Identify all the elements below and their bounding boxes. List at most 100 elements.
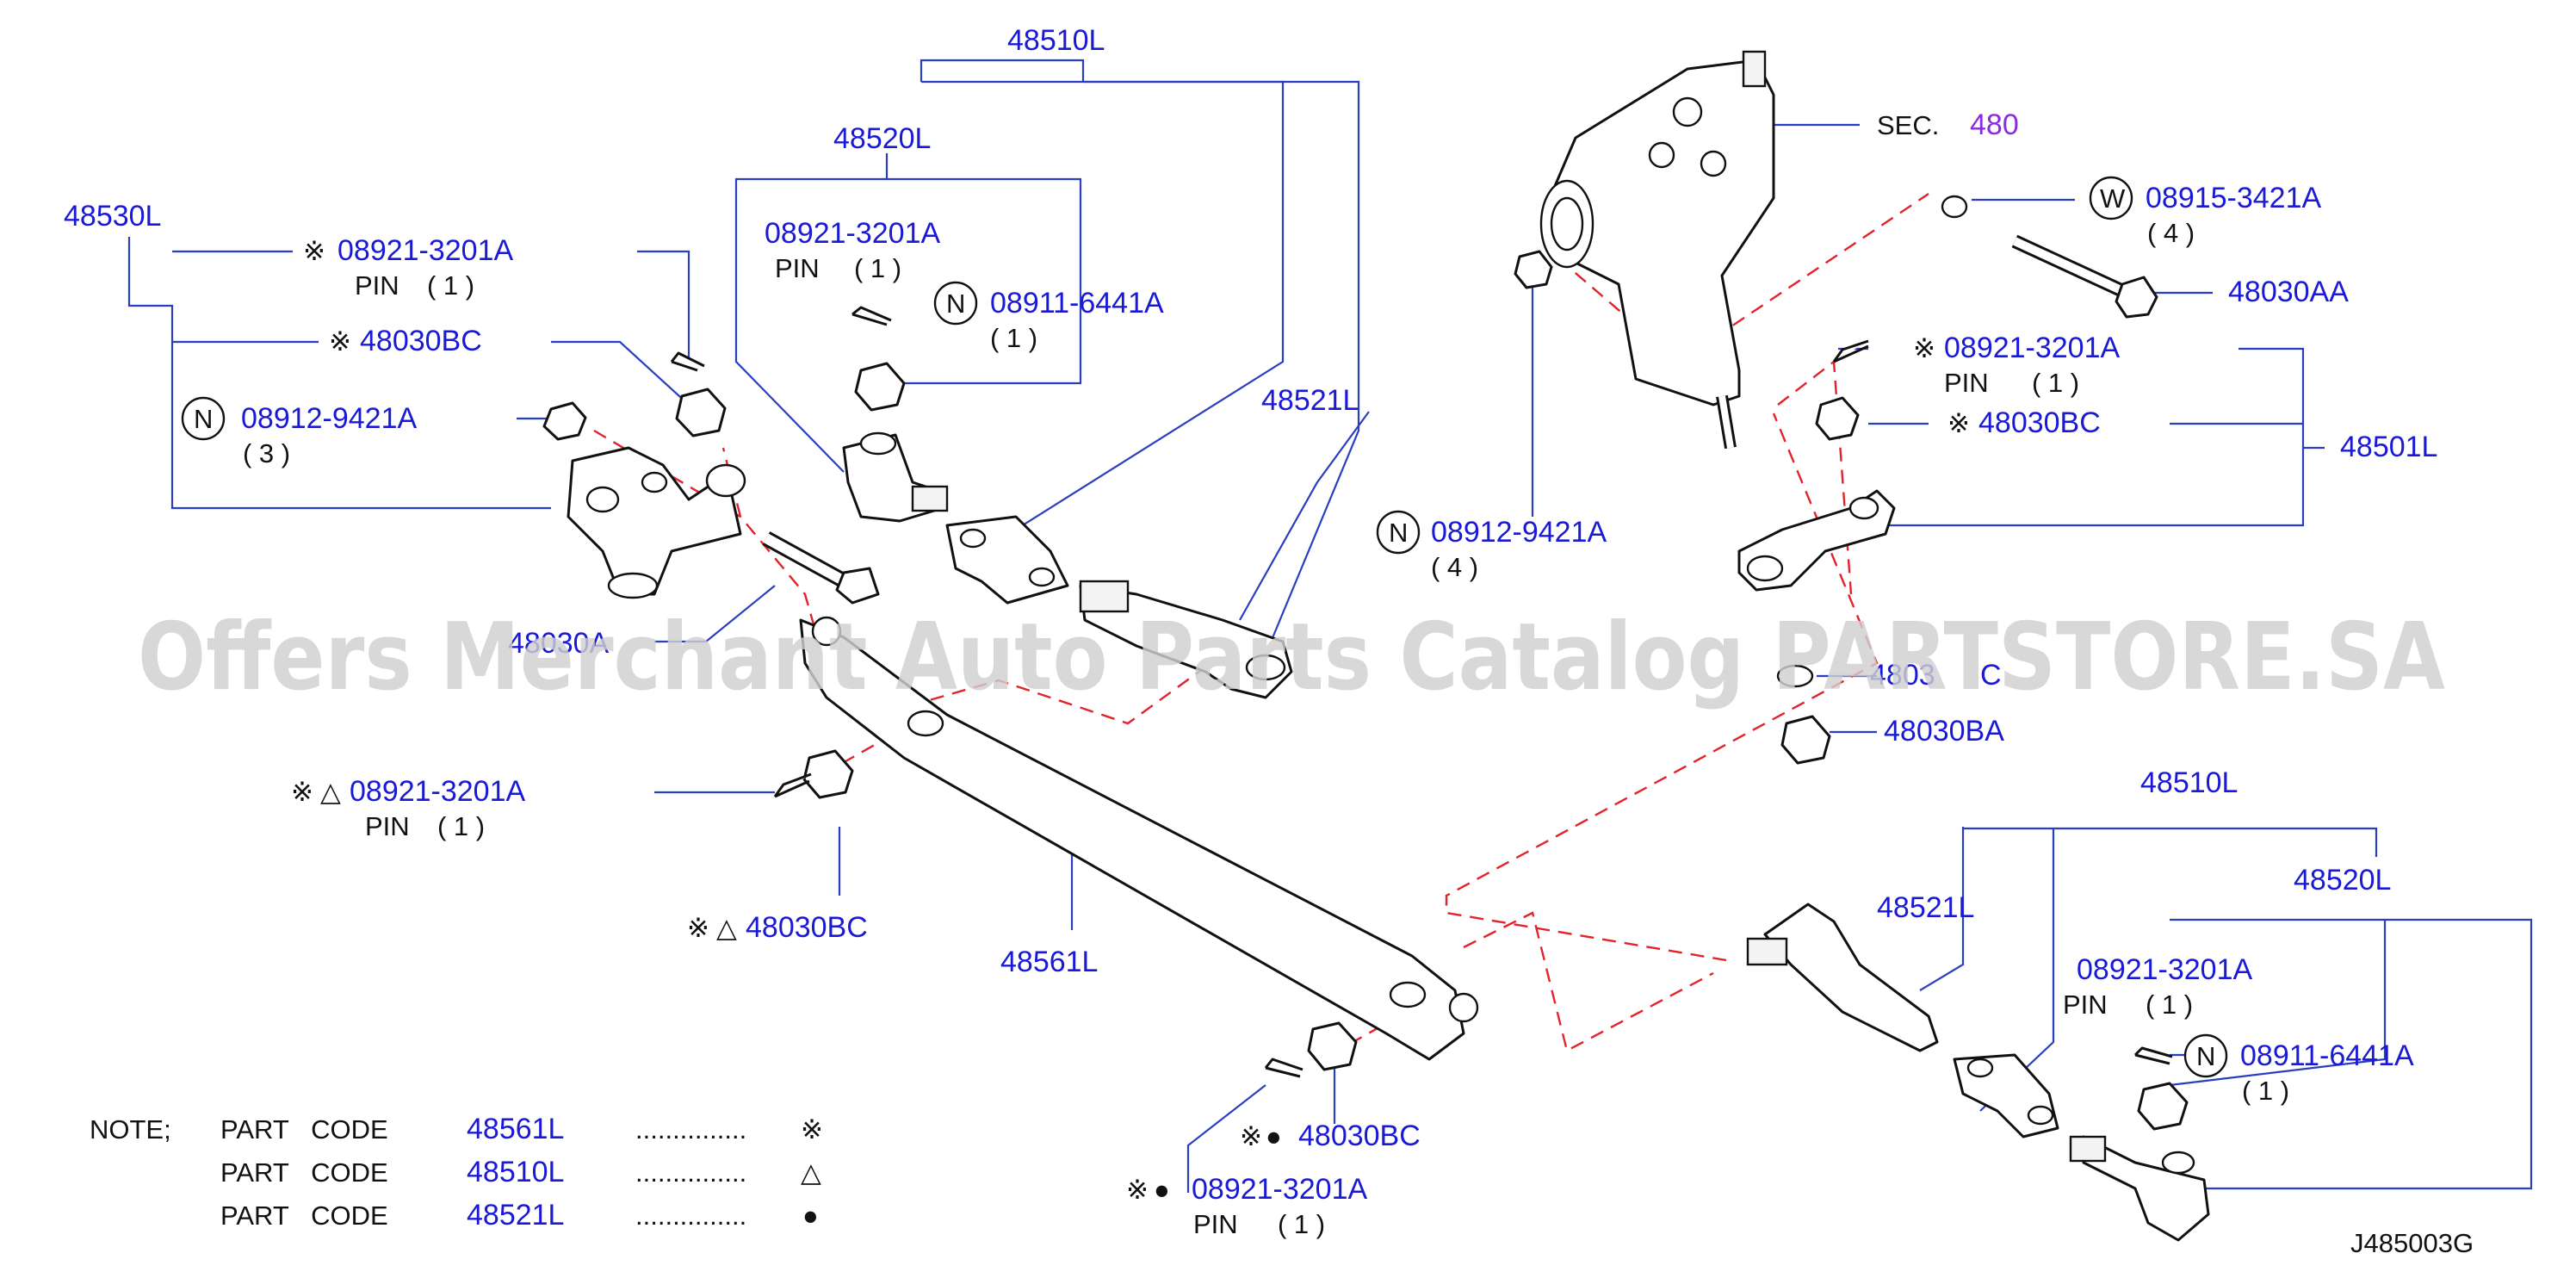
label-48510L-top[interactable]: 48510L: [1007, 24, 1105, 57]
svg-text:( 1 ): ( 1 ): [2032, 368, 2079, 398]
svg-text:PART CODE: PART CODE: [220, 1157, 388, 1188]
label-48030AA[interactable]: 48030AA: [2228, 276, 2349, 308]
castle-nut: [675, 388, 727, 437]
svg-text:PIN: PIN: [775, 253, 820, 283]
bolt-48030AA: [2011, 234, 2158, 319]
svg-text:...............: ...............: [635, 1157, 746, 1188]
castle-nut-bottom: [1307, 1021, 1358, 1071]
label-bolt-08912-right[interactable]: 08912-9421A: [1431, 516, 1607, 549]
svg-text:( 3 ): ( 3 ): [243, 438, 290, 468]
label-nut-08911-right[interactable]: 08911-6441A: [2240, 1039, 2414, 1072]
leader-lines: [127, 59, 2533, 1193]
label-bolt-48530L[interactable]: 08912-9421A: [241, 402, 418, 435]
label-washer-08915[interactable]: 08915-3421A: [2146, 182, 2322, 214]
svg-text:※: ※: [801, 1114, 823, 1145]
label-48521L-right[interactable]: 48521L: [1877, 891, 1974, 924]
note-code[interactable]: 48561L: [467, 1113, 564, 1145]
label-48030A[interactable]: 48030A: [508, 627, 610, 660]
label-48520L-top[interactable]: 48520L: [833, 122, 931, 155]
label-pin-top[interactable]: 08921-3201A: [765, 217, 941, 250]
svg-text:( 4 ): ( 4 ): [2147, 218, 2195, 248]
svg-text:SEC.: SEC.: [1877, 110, 1939, 140]
svg-text:( 1 ): ( 1 ): [1278, 1209, 1325, 1239]
svg-text:( 1 ): ( 1 ): [2242, 1076, 2289, 1106]
svg-text:C: C: [1980, 659, 2002, 692]
svg-text:( 1 ): ( 1 ): [427, 270, 474, 301]
svg-text:( 1 ): ( 1 ): [990, 323, 1037, 353]
labels: 48510L 48520L 48530L ※ 08921-3201A PIN (…: [64, 24, 2474, 1258]
adjusting-sleeve: [945, 515, 1069, 605]
diagram-code: J485003G: [2350, 1228, 2474, 1258]
svg-text:※: ※: [1947, 408, 1970, 438]
svg-text:...............: ...............: [635, 1200, 746, 1231]
adjusting-sleeve-right: [1953, 1053, 2059, 1138]
label-pin-left-mid[interactable]: 08921-3201A: [350, 775, 526, 808]
tie-rod-end-outer: [1079, 580, 1293, 699]
svg-text:●: ●: [802, 1200, 819, 1231]
svg-text:※: ※: [303, 236, 325, 266]
bolt: [762, 531, 880, 605]
label-48030C-partial[interactable]: 4803: [1870, 659, 1935, 692]
svg-text:PIN: PIN: [355, 270, 399, 301]
svg-text:※: ※: [1240, 1121, 1262, 1151]
label-48510L-right[interactable]: 48510L: [2140, 766, 2238, 799]
cotter-pin: [670, 351, 705, 372]
label-48521L-top[interactable]: 48521L: [1261, 384, 1359, 417]
label-nut-48530L[interactable]: 48030BC: [360, 325, 482, 357]
svg-text:( 1 ): ( 1 ): [854, 253, 901, 283]
note-row: PART CODE 48510L ............... △: [220, 1156, 821, 1188]
svg-text:PIN: PIN: [1193, 1209, 1238, 1239]
label-48501L[interactable]: 48501L: [2340, 431, 2437, 463]
svg-text:...............: ...............: [635, 1114, 746, 1145]
svg-text:W: W: [2100, 183, 2126, 214]
watermark: Offers Merchant Auto Parts Catalog PARTS…: [138, 604, 2445, 711]
label-nut-left-mid[interactable]: 48030BC: [746, 911, 868, 944]
label-nut-bottom[interactable]: 48030BC: [1298, 1120, 1421, 1152]
svg-text:N: N: [946, 288, 965, 319]
label-48561L[interactable]: 48561L: [1000, 946, 1098, 978]
svg-text:※: ※: [1913, 333, 1935, 363]
svg-text:N: N: [2196, 1041, 2215, 1071]
svg-text:( 4 ): ( 4 ): [1431, 552, 1478, 582]
svg-text:N: N: [194, 404, 213, 434]
svg-text:PIN: PIN: [1944, 368, 1989, 398]
note-table: NOTE; PART CODE 48561L ............... ※…: [90, 1113, 823, 1231]
label-48030BA[interactable]: 48030BA: [1884, 715, 2004, 748]
tie-rod-end-right: [1746, 903, 1939, 1052]
note-title: NOTE;: [90, 1114, 171, 1145]
idler-arm-bracket: [542, 401, 742, 599]
label-pin-bottom[interactable]: 08921-3201A: [1192, 1173, 1368, 1206]
label-sec-480[interactable]: 480: [1970, 109, 2019, 141]
svg-text:※: ※: [329, 326, 351, 357]
svg-text:PIN: PIN: [2063, 990, 2108, 1020]
svg-text:△: △: [716, 913, 737, 943]
steering-gear: [1539, 50, 1775, 450]
svg-text:●: ●: [1266, 1121, 1282, 1151]
parts: [542, 50, 2210, 1242]
center-link: [799, 616, 1479, 1061]
svg-text:N: N: [1389, 518, 1408, 548]
svg-text:△: △: [801, 1157, 821, 1188]
svg-text:△: △: [320, 777, 341, 807]
pitman-arm: [1737, 489, 1896, 592]
tie-rod-end-right-inner: [2069, 1135, 2210, 1242]
svg-text:※: ※: [687, 913, 709, 943]
svg-text:PIN: PIN: [365, 811, 410, 841]
label-pin-48530L[interactable]: 08921-3201A: [337, 234, 514, 267]
label-pin-right[interactable]: 08921-3201A: [1944, 332, 2121, 364]
label-48520L-right[interactable]: 48520L: [2294, 864, 2391, 896]
label-nut-08911-top[interactable]: 08911-6441A: [990, 287, 1164, 320]
label-nut-right[interactable]: 48030BC: [1978, 406, 2101, 439]
svg-text:PART CODE: PART CODE: [220, 1200, 388, 1231]
svg-text:PART CODE: PART CODE: [220, 1114, 388, 1145]
note-row: PART CODE 48561L ............... ※: [220, 1113, 823, 1145]
svg-text:( 1 ): ( 1 ): [437, 811, 485, 841]
note-code[interactable]: 48521L: [467, 1199, 564, 1231]
label-pin-right-bottom[interactable]: 08921-3201A: [2077, 953, 2253, 986]
tie-rod-end-top: [842, 431, 949, 523]
label-48530L[interactable]: 48530L: [64, 200, 161, 233]
note-row: PART CODE 48521L ............... ●: [220, 1199, 819, 1231]
svg-text:※: ※: [1126, 1175, 1149, 1205]
note-code[interactable]: 48510L: [467, 1156, 564, 1188]
